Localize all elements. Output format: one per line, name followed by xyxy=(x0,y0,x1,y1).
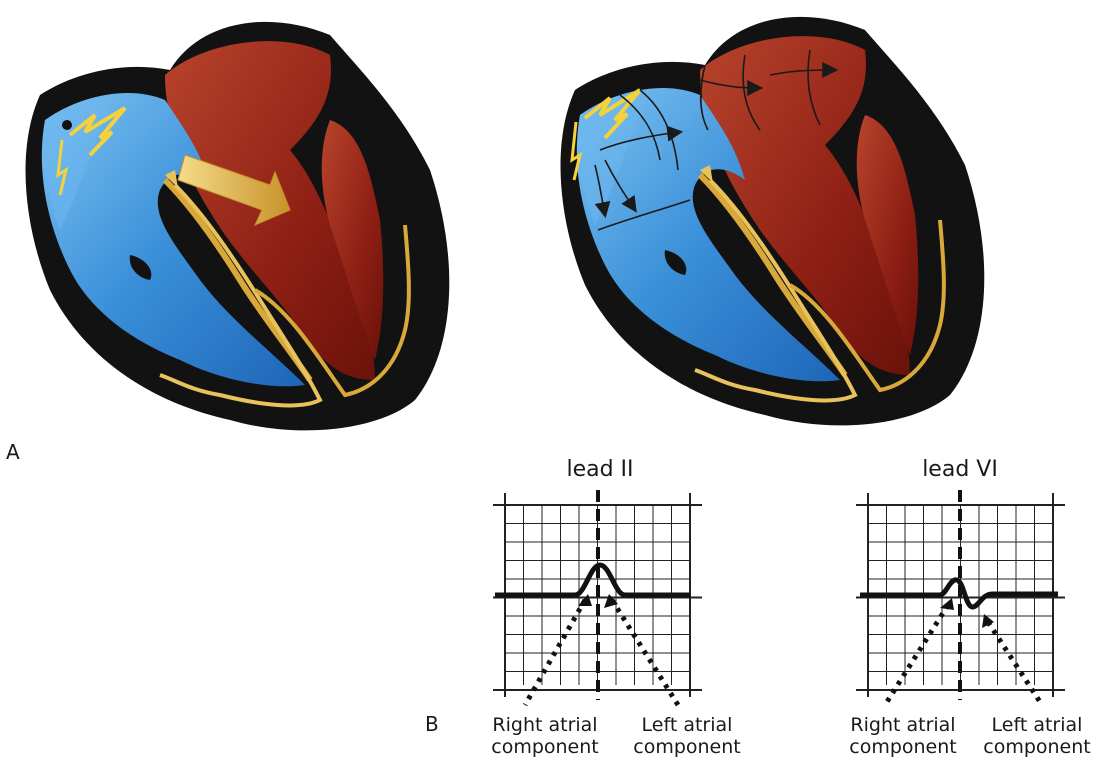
lead-title-ii: lead II xyxy=(530,457,670,482)
label-line: Left atrial xyxy=(972,714,1102,736)
left-atrial-component-label: Left atrial component xyxy=(622,714,752,758)
sa-node-a xyxy=(62,120,72,130)
label-line: component xyxy=(480,736,610,758)
ecg-trace-lead-ii xyxy=(495,565,690,595)
label-line: component xyxy=(972,736,1102,758)
sa-node-b xyxy=(575,103,585,113)
label-line: Left atrial xyxy=(622,714,752,736)
label-line: Right atrial xyxy=(838,714,968,736)
label-line: component xyxy=(838,736,968,758)
panel-label-a: A xyxy=(6,440,20,464)
label-line: Right atrial xyxy=(480,714,610,736)
label-line: component xyxy=(622,736,752,758)
pointer-head xyxy=(578,594,592,606)
right-atrial-component-label: Right atrial component xyxy=(838,714,968,758)
lead-title-vi: lead VI xyxy=(890,457,1030,482)
left-atrial-component-label: Left atrial component xyxy=(972,714,1102,758)
heart-a xyxy=(26,22,450,431)
right-atrial-component-label: Right atrial component xyxy=(480,714,610,758)
panel-label-b: B xyxy=(425,712,439,736)
